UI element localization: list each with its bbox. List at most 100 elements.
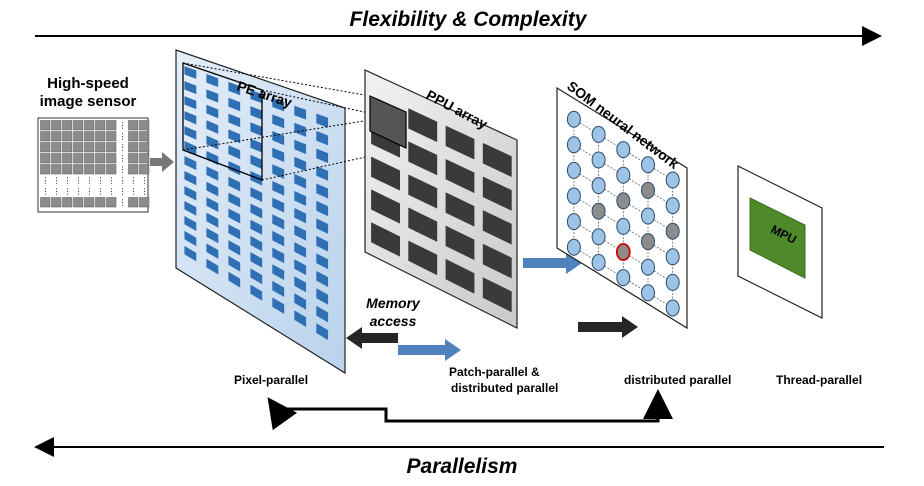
pe-cell — [206, 89, 219, 103]
ppu-array-panel: PPU array — [364, 69, 518, 329]
pe-cell — [228, 192, 241, 208]
sensor-pixel — [128, 164, 139, 175]
som-node-grid — [566, 110, 680, 317]
pe-cell — [316, 218, 329, 234]
mode-thread-parallel: Thread-parallel — [776, 373, 862, 387]
som-node — [591, 202, 606, 220]
sensor-ellipsis: ⋮ — [108, 176, 116, 185]
pe-cell — [272, 214, 285, 230]
sensor-ellipsis: ⋮ — [119, 198, 127, 207]
sensor-pixel — [73, 153, 84, 164]
som-node — [591, 151, 606, 169]
pe-cell — [206, 243, 219, 259]
sensor-ellipsis: ⋮ — [75, 176, 83, 185]
ppu-cell — [408, 108, 438, 143]
sensor-pixel — [95, 120, 106, 131]
som-node — [591, 253, 606, 271]
pe-cell — [206, 120, 219, 134]
som-node — [616, 217, 631, 235]
sensor-pixel — [95, 153, 106, 164]
pe-cell — [294, 105, 307, 120]
pe-cell — [250, 203, 263, 219]
mode-pixel-parallel: Pixel-parallel — [234, 373, 308, 387]
sensor-title-line2: image sensor — [40, 93, 137, 110]
sensor-pixel — [128, 131, 139, 142]
sensor-pixel — [95, 131, 106, 142]
sensor-ellipsis: ⋮ — [42, 187, 50, 196]
pe-cell — [294, 276, 307, 293]
sensor-pixel — [128, 197, 139, 208]
pe-cell — [228, 271, 241, 288]
sensor-pixel — [51, 131, 62, 142]
sensor-ellipsis: ⋮ — [64, 187, 72, 196]
sensor-ellipsis: ⋮ — [53, 187, 61, 196]
bottom-axis-label: Parallelism — [407, 455, 518, 478]
som-node — [591, 125, 606, 143]
sensor-pixel — [106, 153, 117, 164]
som-node — [616, 269, 631, 287]
pe-cell — [228, 81, 241, 96]
ppu-to-som-arrow — [523, 252, 582, 274]
sensor-ellipsis: ⋮ — [53, 176, 61, 185]
som-node — [566, 161, 581, 179]
sensor-pixel — [62, 131, 73, 142]
som-node — [665, 171, 680, 189]
pe-cell — [184, 96, 197, 110]
pe-cell — [250, 187, 263, 202]
sensor-ellipsis: ⋮ — [119, 187, 127, 196]
sensor-ellipsis: ⋮ — [119, 165, 127, 174]
pe-cell — [228, 240, 241, 256]
som-node — [566, 213, 581, 231]
pe-cell — [228, 176, 241, 192]
pe-cell — [316, 183, 329, 199]
image-sensor: High-speed image sensor ⋮⋮⋮⋮⋮⋮⋮⋮⋮⋮⋮⋮⋮⋮⋮⋮… — [37, 75, 150, 213]
sensor-ellipsis: ⋮ — [119, 132, 127, 141]
pe-cell — [316, 288, 329, 305]
ppu-cell — [445, 125, 475, 160]
ppu-cell — [445, 159, 475, 194]
sensor-pixel — [139, 164, 150, 175]
som-node — [641, 156, 655, 174]
sensor-ellipsis: ⋮ — [119, 121, 127, 130]
ppu-cell — [371, 222, 400, 257]
pe-cell — [250, 122, 263, 137]
pe-cell — [250, 106, 263, 120]
pe-cell — [228, 208, 241, 224]
pe-cell — [272, 280, 285, 297]
ppu-cell — [482, 243, 512, 279]
ppu-cell — [482, 142, 512, 177]
sensor-ellipsis: ⋮ — [130, 176, 138, 185]
sensor-ellipsis: ⋮ — [86, 187, 94, 196]
pe-cell — [316, 113, 329, 128]
memory-read-arrow — [346, 327, 398, 349]
sensor-pixel — [95, 164, 106, 175]
pe-cell — [272, 230, 285, 247]
som-node — [665, 248, 680, 266]
sensor-pixel — [95, 142, 106, 153]
sensor-pixel — [84, 153, 95, 164]
sensor-pixel — [139, 142, 150, 153]
pe-cell — [206, 104, 219, 119]
pe-cell — [294, 293, 307, 310]
sensor-pixel — [128, 142, 139, 153]
ppu-cell — [445, 192, 475, 227]
ppu-cell — [482, 277, 512, 313]
som-node — [641, 233, 655, 251]
bottom-axis: Parallelism — [34, 437, 884, 478]
som-node — [641, 207, 655, 225]
pe-cell — [184, 201, 197, 216]
pe-cell — [206, 166, 219, 181]
sensor-pixel — [73, 131, 84, 142]
sensor-pixel — [40, 164, 51, 175]
sensor-pixel — [139, 197, 150, 208]
pe-cell — [184, 171, 197, 186]
memory-write-arrow — [398, 339, 461, 361]
som-node — [566, 110, 581, 128]
pe-cell — [316, 148, 329, 164]
pe-cell — [272, 147, 285, 162]
sensor-pixel — [84, 142, 95, 153]
pe-cell — [272, 247, 285, 264]
pe-cell — [272, 131, 285, 146]
pe-cell — [206, 135, 219, 150]
som-node — [566, 136, 581, 154]
